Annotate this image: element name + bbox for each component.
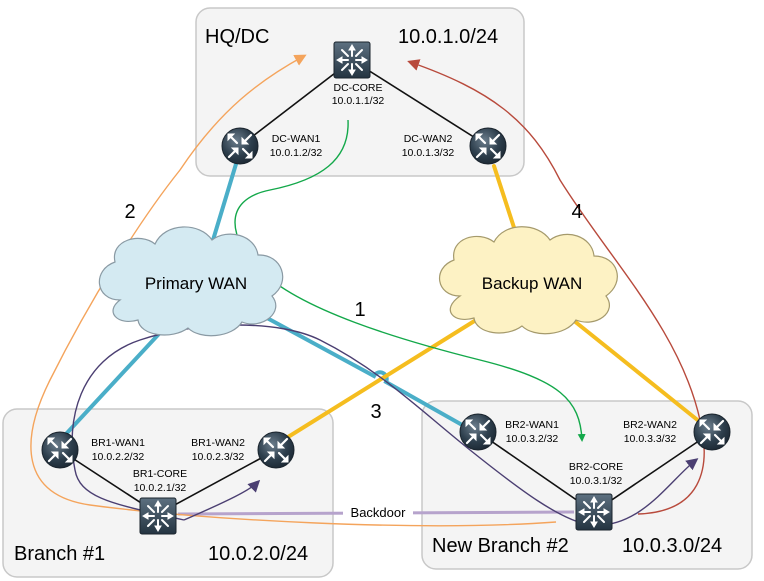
- path-2-arrow: [30, 54, 557, 527]
- link-br2core-br2wan2: [593, 431, 713, 513]
- link-br2wan1-br2core: [477, 431, 595, 513]
- dc-wan1-router-icon[interactable]: [220, 126, 260, 166]
- site-box-branch2: [421, 400, 753, 570]
- site-title-hq: HQ/DC: [205, 26, 269, 48]
- br1-core-name: BR1-CORE: [133, 468, 187, 480]
- dc-wan1-name: DC-WAN1: [272, 133, 321, 145]
- backup-link-br1wan2: [278, 318, 478, 444]
- backup-link-br2wan2: [566, 314, 702, 424]
- br2-wan1-ip: 10.0.3.2/32: [506, 433, 559, 445]
- link-br1core-br1wan2: [157, 449, 277, 515]
- dc-wan2-name: DC-WAN2: [404, 133, 453, 145]
- br1-wan2-name: BR1-WAN2: [191, 437, 245, 449]
- link-dccore-dcwan1: [239, 59, 353, 147]
- path-3-arrow-a: [183, 479, 261, 521]
- path-4-arrow: [407, 59, 705, 515]
- path-number-4: 4: [571, 201, 582, 223]
- site-title-branch2: New Branch #2: [432, 535, 569, 557]
- br2-wan2-name: BR2-WAN2: [623, 419, 677, 431]
- primary-link-br1wan1: [64, 320, 172, 436]
- br1-wan2-router-icon[interactable]: [256, 430, 296, 470]
- br2-wan1-router-icon[interactable]: [458, 412, 498, 452]
- site-box-branch1: [2, 408, 334, 578]
- backup-wan-label: Backup WAN: [482, 274, 582, 293]
- br2-core-name: BR2-CORE: [569, 461, 623, 473]
- primary-wan-cloud: [98, 226, 284, 337]
- br1-core-ip: 10.0.2.1/32: [134, 482, 187, 494]
- primary-wan-label: Primary WAN: [145, 274, 247, 293]
- site-box-hq: [195, 7, 525, 177]
- br1-wan1-name: BR1-WAN1: [91, 437, 145, 449]
- dc-core-switch-icon[interactable]: [333, 41, 371, 79]
- br1-wan2-ip: 10.0.2.3/32: [192, 451, 245, 463]
- dc-wan2-ip: 10.0.1.3/32: [402, 147, 455, 159]
- site-title-branch1: Branch #1: [14, 543, 105, 565]
- site-subnet-branch1: 10.0.2.0/24: [208, 543, 308, 565]
- dc-wan1-ip: 10.0.1.2/32: [270, 147, 323, 159]
- site-subnet-hq: 10.0.1.0/24: [398, 26, 498, 48]
- br2-core-ip: 10.0.3.1/32: [570, 475, 623, 487]
- dc-core-name: DC-CORE: [334, 82, 383, 94]
- path-number-1: 1: [354, 299, 365, 321]
- link-dccore-dcwan2: [351, 59, 489, 147]
- br2-wan2-ip: 10.0.3.3/32: [624, 433, 677, 445]
- primary-link-dcwan1: [208, 162, 238, 252]
- dc-core-ip: 10.0.1.1/32: [332, 95, 385, 107]
- backup-wan-cloud: [438, 226, 618, 335]
- dc-wan2-router-icon[interactable]: [468, 126, 508, 166]
- site-subnet-branch2: 10.0.3.0/24: [622, 535, 722, 557]
- br2-wan1-name: BR2-WAN1: [505, 419, 559, 431]
- br1-wan1-ip: 10.0.2.2/32: [92, 451, 145, 463]
- br1-wan1-router-icon[interactable]: [40, 430, 80, 470]
- br2-wan2-router-icon[interactable]: [692, 412, 732, 452]
- backdoor-label-bg: [343, 503, 413, 521]
- br1-core-switch-icon[interactable]: [139, 497, 177, 535]
- br2-core-switch-icon[interactable]: [575, 493, 613, 531]
- path-number-3: 3: [370, 401, 381, 423]
- backdoor-label: Backdoor: [351, 505, 407, 520]
- path-number-2: 2: [124, 201, 135, 223]
